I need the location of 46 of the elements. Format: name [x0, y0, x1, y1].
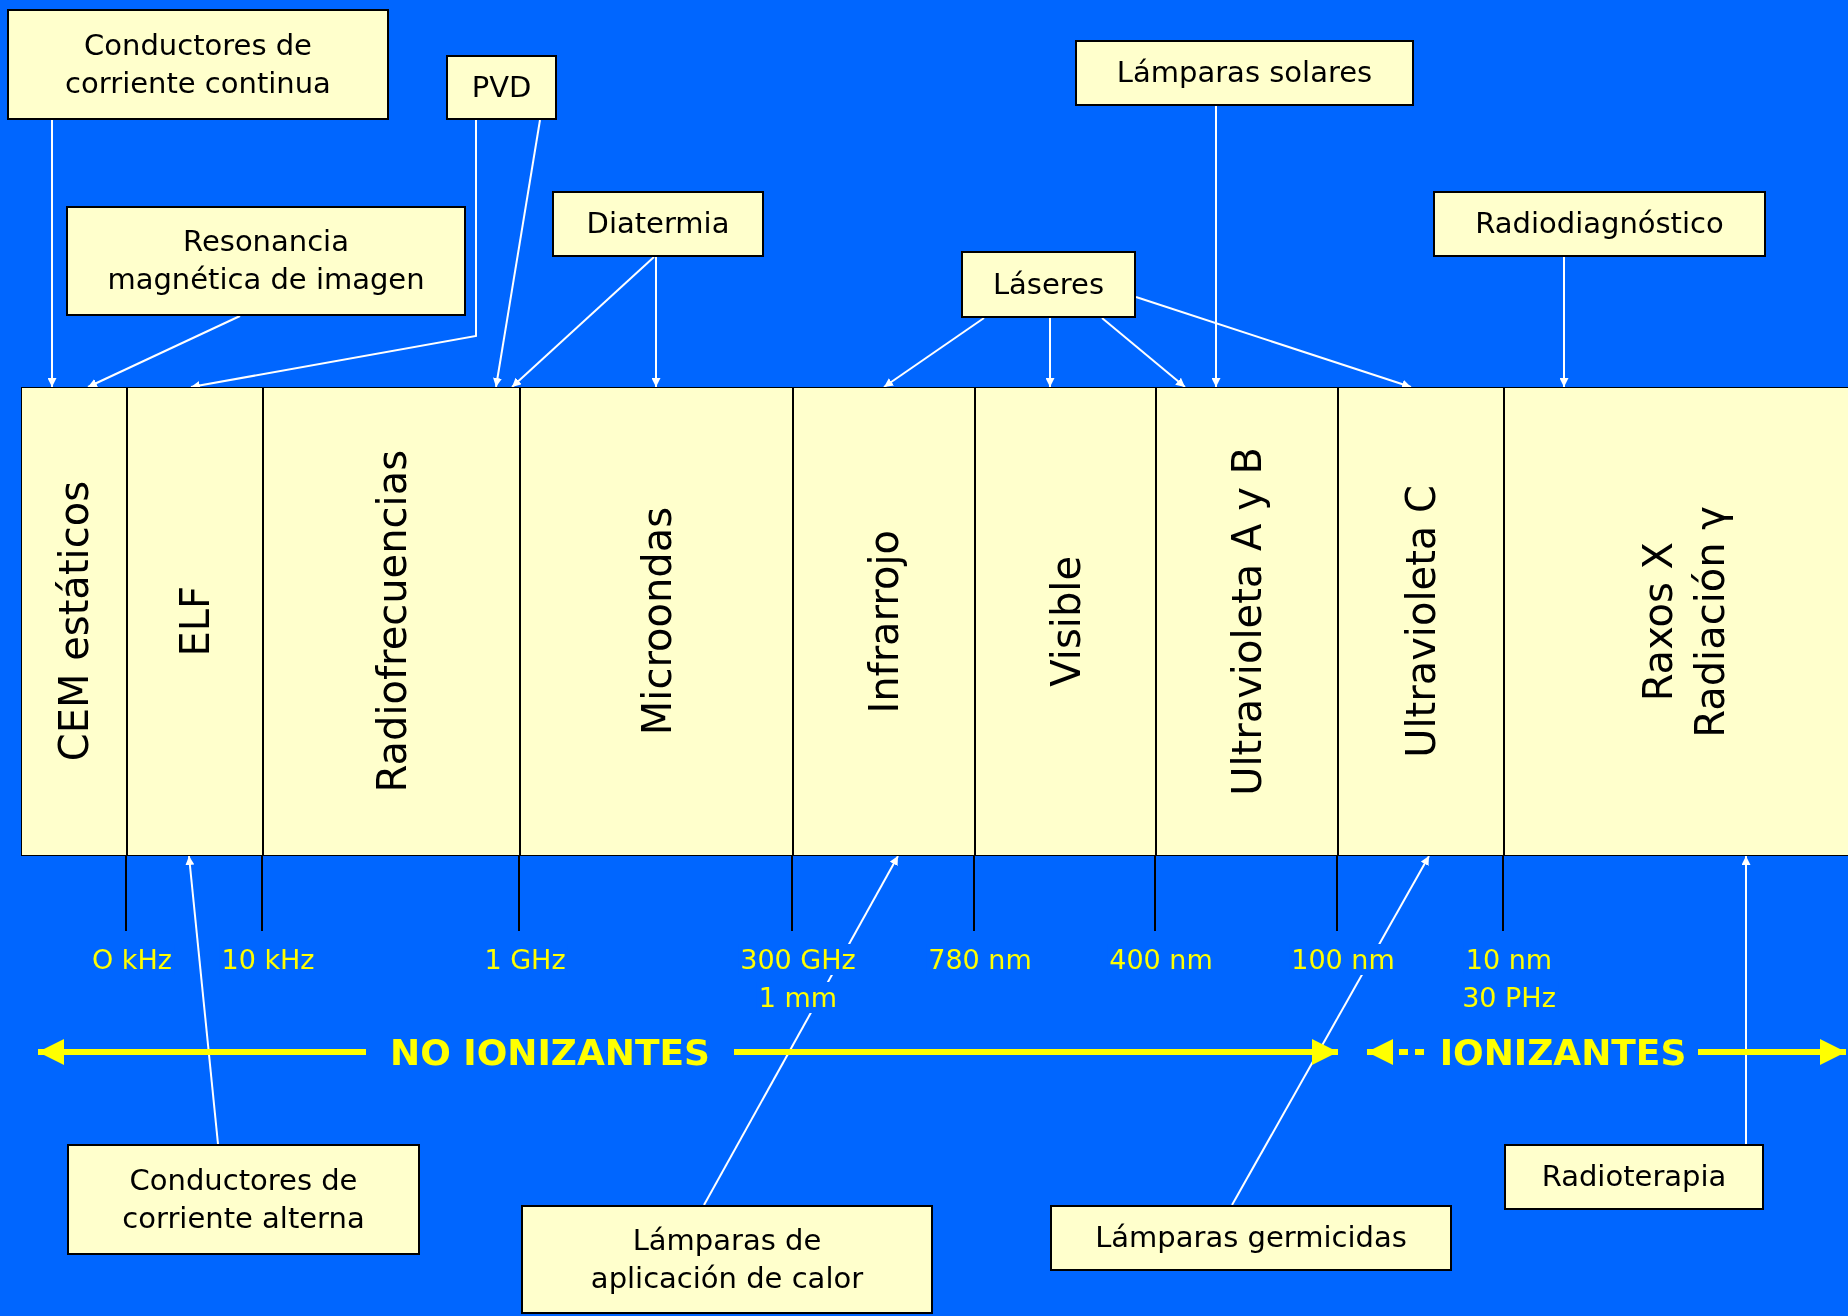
callout-box: Lámparas solares: [1075, 40, 1414, 106]
spectrum-band: [127, 387, 263, 856]
arrow: [493, 119, 541, 388]
arrow: [185, 855, 219, 1145]
callout-box: PVD: [446, 55, 557, 120]
arrow: [1231, 855, 1430, 1206]
callout-box: Lámparas germicidas: [1050, 1205, 1452, 1271]
arrow: [1135, 296, 1412, 389]
arrow: [47, 119, 57, 388]
range-label: NO IONIZANTES: [390, 1031, 710, 1073]
range-label: IONIZANTES: [1439, 1031, 1687, 1073]
callout-box: Láseres: [961, 251, 1136, 318]
band-label: Ultravioleta A y B: [1224, 447, 1270, 796]
arrow: [1045, 317, 1055, 388]
callout-box: Radioterapia: [1504, 1144, 1764, 1210]
arrow: [1211, 105, 1221, 388]
spectrum-band: [975, 387, 1156, 856]
callout-box: Diatermia: [552, 191, 764, 257]
arrow: [1101, 317, 1186, 388]
callout-box: Lámparas de aplicación de calor: [521, 1205, 933, 1314]
spectrum-band: [1338, 387, 1504, 856]
callout-box: Radiodiagnóstico: [1433, 191, 1766, 257]
band-label: Infrarrojo: [861, 529, 907, 714]
arrow: [651, 256, 661, 388]
arrow: [883, 317, 985, 388]
spectrum-band: [1156, 387, 1338, 856]
spectrum-band: [793, 387, 975, 856]
spectrum-band: [1504, 387, 1848, 856]
band-label: Radiación γ: [1687, 505, 1733, 738]
arrow: [1559, 256, 1569, 388]
band-label: Raxos X: [1635, 541, 1681, 702]
band-label: ELF: [172, 586, 218, 657]
band-label: Microondas: [633, 507, 680, 736]
band-label: Visible: [1042, 556, 1089, 687]
callout-box: Conductores de corriente alterna: [67, 1144, 420, 1255]
spectrum-band: [263, 387, 520, 856]
callout-box: Conductores de corriente continua: [7, 9, 389, 120]
callout-box: Resonancia magnética de imagen: [66, 206, 466, 316]
arrow: [87, 315, 241, 388]
band-label: Radiofrecuencias: [368, 450, 415, 793]
arrow: [1741, 855, 1751, 1145]
band-label: Ultravioleta C: [1398, 485, 1444, 758]
arrow: [511, 256, 655, 388]
band-label: CEM estáticos: [51, 481, 97, 762]
spectrum-band: [520, 387, 793, 856]
spectrum-band: [21, 387, 127, 856]
